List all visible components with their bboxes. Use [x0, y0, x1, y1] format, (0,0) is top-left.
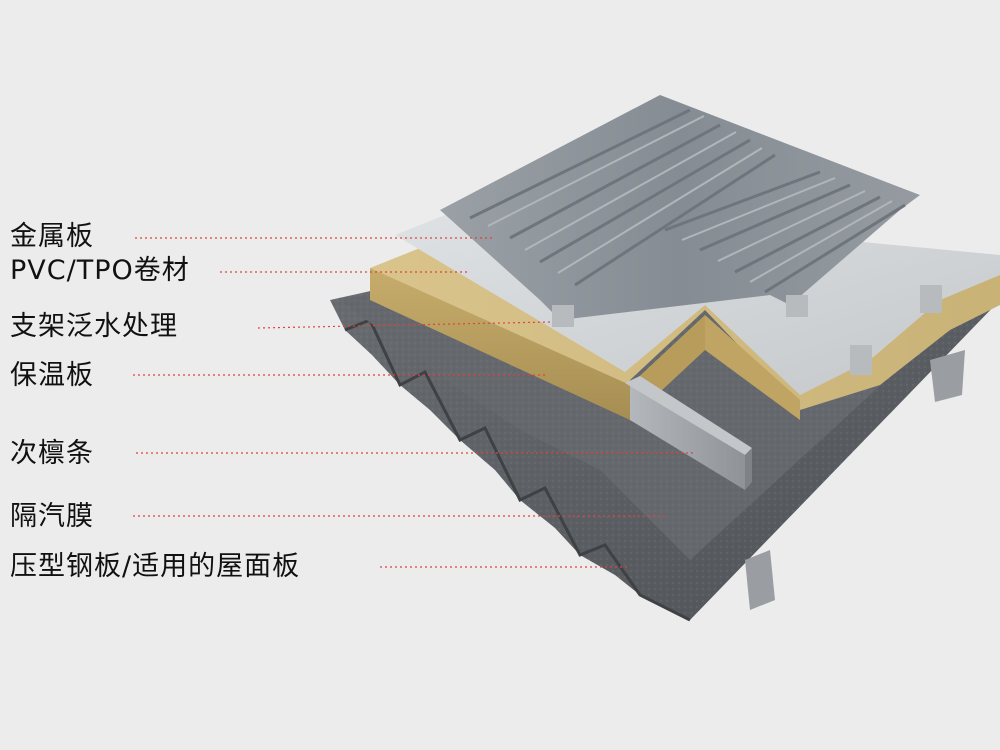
support-clip-flashing — [552, 285, 942, 375]
metal-roof-panel — [440, 95, 920, 320]
label-steel-deck: 压型钢板/适用的屋面板 — [10, 551, 301, 582]
label-secondary-purlin: 次檩条 — [10, 438, 94, 469]
label-vapor-barrier: 隔汽膜 — [10, 501, 94, 532]
label-pvc-tpo-membrane: PVC/TPO卷材 — [10, 255, 190, 286]
label-support-flashing: 支架泛水处理 — [10, 311, 178, 342]
secondary-purlin — [625, 376, 752, 490]
steel-support-beam — [745, 350, 965, 610]
label-metal-panel: 金属板 — [10, 221, 94, 252]
label-insulation-board: 保温板 — [10, 360, 94, 391]
leader-line — [257, 321, 551, 329]
